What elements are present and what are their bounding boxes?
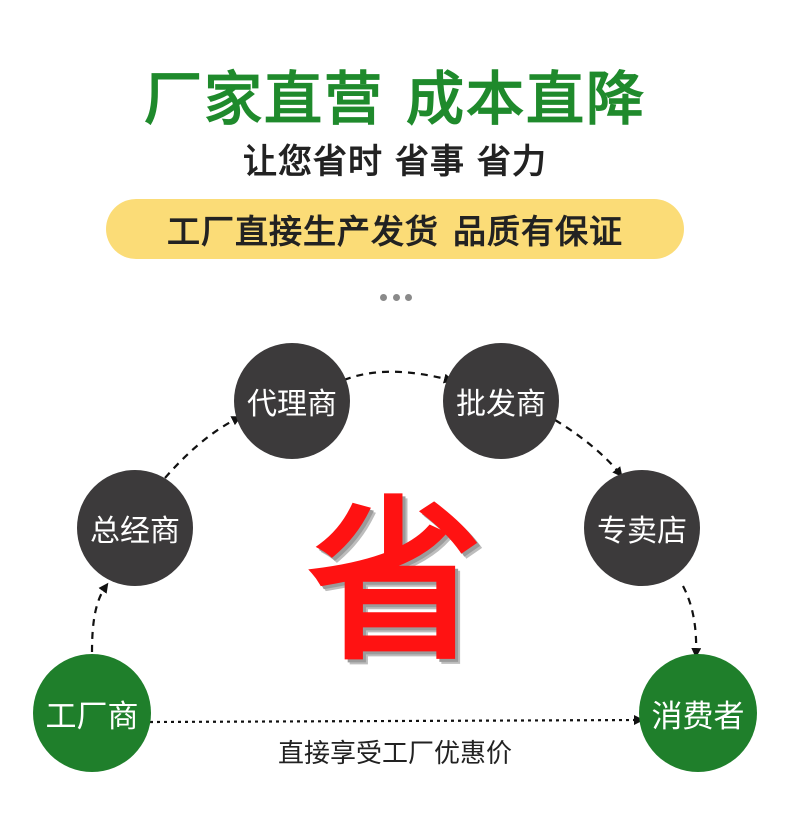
save-character: 省: [307, 481, 483, 685]
headline-part1: 厂家直营: [143, 65, 384, 133]
direct-price-caption: 直接享受工厂优惠价: [277, 739, 512, 769]
banner-part1: 工厂直接生产发货: [167, 212, 439, 251]
node-agent-label: 代理商: [247, 387, 337, 422]
node-retail-store: 专卖店: [584, 470, 700, 586]
node-retail-store-label: 专卖店: [597, 514, 687, 549]
arrow-agent-to-wholesaler: [343, 370, 454, 384]
subline-part3: 省力: [477, 142, 547, 182]
arrow-store-to-consumer: [682, 585, 702, 658]
node-agent: 代理商: [234, 343, 350, 459]
headline-part2: 成本直降: [406, 65, 647, 133]
headline: 厂家直营成本直降: [0, 52, 790, 136]
node-factory: 工厂商: [33, 654, 151, 772]
subline: 让您省时省事省力: [0, 134, 790, 183]
arrow-factory-to-general: [90, 582, 109, 653]
banner-part2: 品质有保证: [453, 212, 623, 251]
arrow-general-to-agent: [164, 416, 242, 479]
ellipsis-dots: [380, 294, 412, 302]
arrow-factory-to-consumer: [149, 715, 644, 726]
node-wholesaler-label: 批发商: [456, 387, 546, 422]
node-consumer-label: 消费者: [651, 698, 745, 735]
node-general-distributor: 总经商: [77, 470, 193, 586]
arrow-wholesaler-to-store: [554, 419, 623, 478]
subline-part2: 省事: [395, 142, 465, 182]
subline-part1: 让您省时: [243, 142, 383, 182]
node-general-distributor-label: 总经商: [90, 514, 180, 549]
node-factory-label: 工厂商: [45, 698, 139, 735]
node-consumer: 消费者: [639, 654, 757, 772]
node-wholesaler: 批发商: [443, 343, 559, 459]
quality-banner: 工厂直接生产发货品质有保证: [106, 199, 684, 259]
